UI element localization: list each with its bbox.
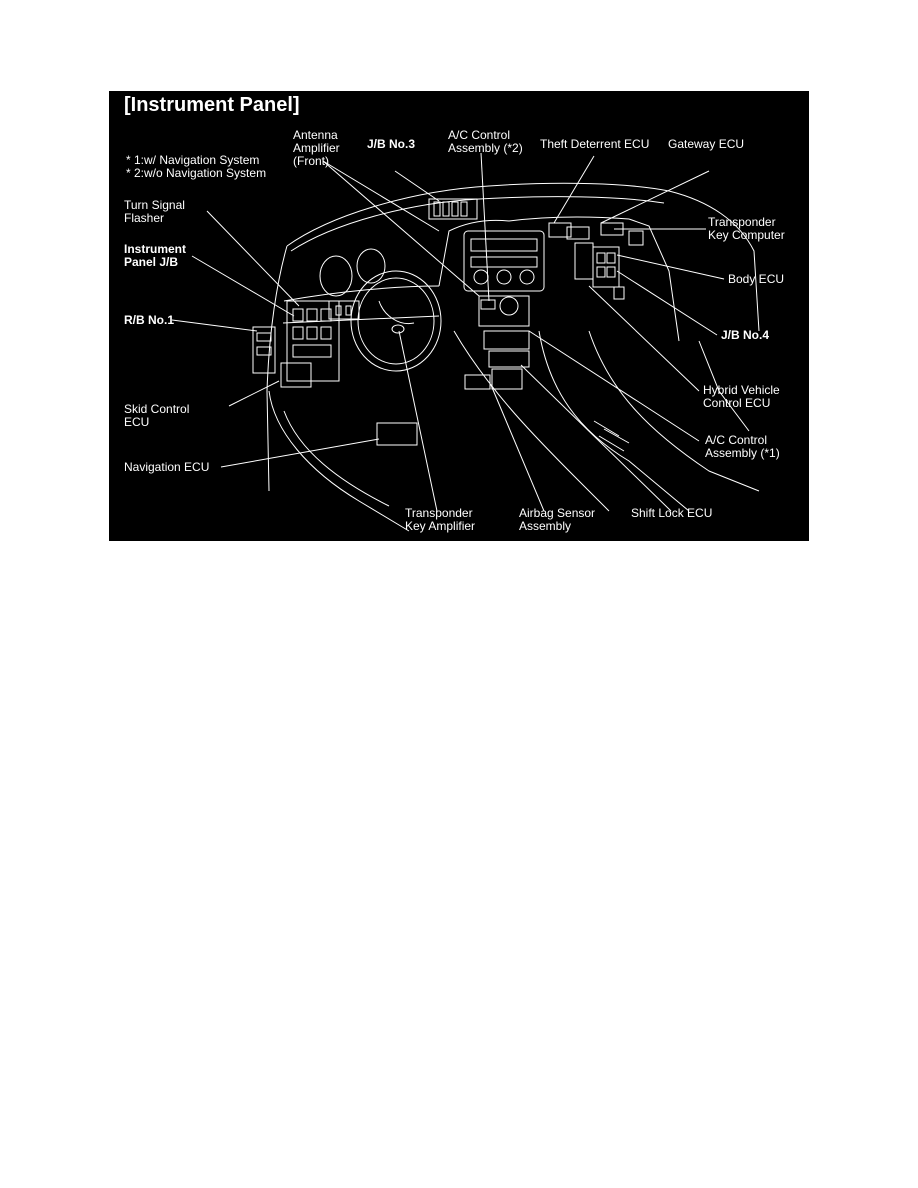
- label-transponder-key-amplifier: Transponder Key Amplifier: [405, 506, 476, 533]
- label-antenna-amplifier: Antenna Amplifier (Front): [293, 128, 340, 168]
- label-ac-control-assembly-1: A/C Control Assembly (*1): [705, 433, 780, 460]
- steering-wheel: [319, 248, 442, 372]
- label-navigation-ecu: Navigation ECU: [124, 460, 210, 474]
- right-side-modules: [548, 222, 644, 300]
- label-skid-control-ecu: Skid Control ECU: [124, 402, 190, 429]
- label-transponder-key-computer: Transponder Key Computer: [708, 215, 785, 242]
- leader-lines: [171, 152, 725, 512]
- label-jb-no3: J/B No.3: [367, 137, 416, 151]
- diagram-title: [Instrument Panel]: [124, 94, 300, 116]
- label-jb-no4: J/B No.4: [721, 328, 770, 342]
- junction-block-no3: [428, 198, 478, 220]
- label-body-ecu: Body ECU: [728, 272, 785, 286]
- relay-block-no1: [252, 326, 276, 374]
- footnotes: * 1:w/ Navigation System * 2:w/o Navigat…: [126, 154, 266, 180]
- center-stack: [463, 230, 545, 390]
- label-gateway-ecu: Gateway ECU: [668, 137, 745, 151]
- dashboard-illustration: [171, 152, 760, 532]
- footnote-1: * 1:w/ Navigation System: [126, 153, 260, 167]
- label-hybrid-vehicle-control-ecu: Hybrid Vehicle Control ECU: [703, 383, 780, 410]
- label-turn-signal-flasher: Turn Signal Flasher: [124, 198, 185, 225]
- label-ac-control-assembly-2: A/C Control Assembly (*2): [448, 128, 523, 155]
- floor-modules: [376, 324, 491, 446]
- dashboard-outline: [266, 182, 760, 532]
- label-shift-lock-ecu: Shift Lock ECU: [631, 506, 713, 520]
- label-airbag-sensor-assembly: Airbag Sensor Assembly: [519, 506, 596, 533]
- instrument-panel-junction-block: [280, 300, 340, 388]
- instrument-panel-diagram: [Instrument Panel] * 1:w/ Navigation Sys…: [109, 91, 809, 541]
- label-instrument-panel-jb: Instrument Panel J/B: [124, 242, 187, 269]
- footnote-2: * 2:w/o Navigation System: [126, 166, 267, 180]
- label-rb-no1: R/B No.1: [124, 313, 175, 327]
- label-theft-deterrent-ecu: Theft Deterrent ECU: [540, 137, 650, 151]
